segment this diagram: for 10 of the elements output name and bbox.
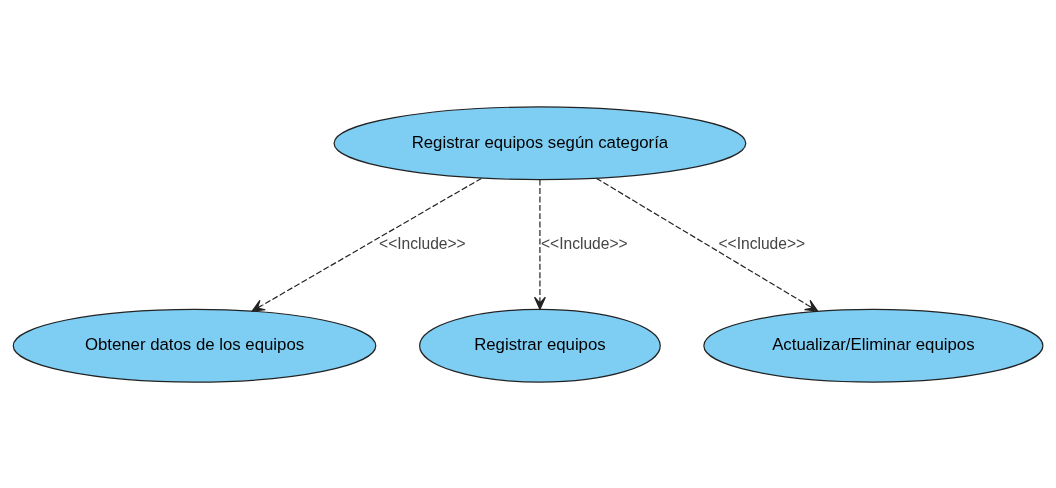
node-ellipse: Actualizar/Eliminar equipos xyxy=(703,308,1044,383)
edge-label: <<Include>> xyxy=(541,234,628,252)
node-ellipse: Registrar equipos según categoría xyxy=(333,105,747,180)
edge-label: <<Include>> xyxy=(718,234,806,252)
node-ellipse: Registrar equipos xyxy=(419,308,661,383)
node-ellipse: Obtener datos de los equipos xyxy=(12,308,377,383)
arrow xyxy=(595,177,819,312)
edge-label: <<Include>> xyxy=(379,234,466,252)
arrow xyxy=(251,177,482,312)
arrow xyxy=(533,178,546,310)
